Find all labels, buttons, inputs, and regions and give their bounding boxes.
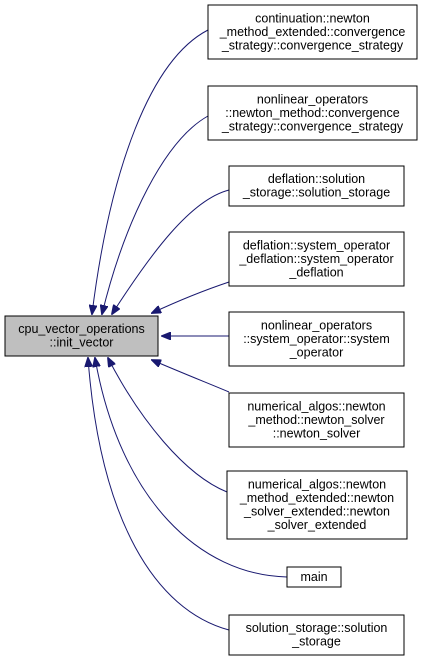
node-label-line: numerical_algos::newton xyxy=(247,399,385,413)
node-newton_solver_ext[interactable]: numerical_algos::newton_method_extended:… xyxy=(226,470,408,540)
node-box xyxy=(228,614,405,656)
node-label-line: _method_extended::convergence xyxy=(219,25,406,39)
edge-defl_sysop xyxy=(152,281,230,313)
node-label-line: _solver_extended xyxy=(267,518,367,532)
node-nonlin_sysop[interactable]: nonlinear_operators::system_operator::sy… xyxy=(228,311,405,367)
node-box xyxy=(228,165,405,207)
edge-sol_storage xyxy=(88,358,230,631)
node-label-line: deflation::solution xyxy=(268,172,365,186)
node-box xyxy=(228,231,405,287)
node-label-line: deflation::system_operator xyxy=(243,238,390,252)
node-defl_sysop[interactable]: deflation::system_operator_deflation::sy… xyxy=(228,231,405,287)
node-label-line: ::init_vector xyxy=(50,336,114,350)
node-box xyxy=(228,392,405,448)
node-label-line: _storage::solution_storage xyxy=(242,186,390,200)
node-box xyxy=(4,315,159,357)
node-cont_conv[interactable]: continuation::newton_method_extended::co… xyxy=(207,4,418,60)
node-label-line: _deflation::system_operator xyxy=(238,252,393,266)
node-label-line: nonlinear_operators xyxy=(261,318,372,332)
node-label-line: _strategy::convergence_strategy xyxy=(221,119,404,133)
node-main[interactable]: main xyxy=(286,566,342,588)
node-newton_solver[interactable]: numerical_algos::newton_method::newton_s… xyxy=(228,392,405,448)
node-box xyxy=(207,85,418,141)
node-label-line: continuation::newton xyxy=(255,11,370,25)
node-label-line: numerical_algos::newton xyxy=(248,478,386,492)
node-label-line: _operator xyxy=(289,345,344,359)
node-sol_storage[interactable]: solution_storage::solution_storage xyxy=(228,614,405,656)
edge-newton_solver xyxy=(152,360,230,393)
edge-newton_solver_ext xyxy=(108,358,228,493)
node-label-line: _storage xyxy=(291,635,341,649)
node-label-line: main xyxy=(300,570,327,584)
edge-nonlin_conv xyxy=(102,115,209,314)
node-label-line: solution_storage::solution xyxy=(246,621,388,635)
node-box xyxy=(226,470,408,540)
node-label-line: ::newton_solver xyxy=(273,426,361,440)
node-label-line: _strategy::convergence_strategy xyxy=(221,38,404,52)
edge-main xyxy=(95,358,288,578)
node-label-line: _solver_extended::newton xyxy=(243,505,390,519)
node-label-line: nonlinear_operators xyxy=(257,92,368,106)
node-label-line: _deflation xyxy=(288,265,343,279)
edge-defl_storage xyxy=(112,189,230,314)
node-label-line: _method_extended::newton xyxy=(239,491,394,505)
node-label-line: _method::newton_solver xyxy=(247,413,384,427)
node-box xyxy=(286,566,342,588)
node-box xyxy=(207,4,418,60)
edge-cont_conv xyxy=(92,29,209,314)
node-label-line: ::system_operator::system xyxy=(243,332,390,346)
node-label-line: cpu_vector_operations xyxy=(18,322,144,336)
node-box xyxy=(228,311,405,367)
node-label-line: ::newton_method::convergence xyxy=(225,106,399,120)
node-defl_storage[interactable]: deflation::solution_storage::solution_st… xyxy=(228,165,405,207)
node-focus-init_vector[interactable]: cpu_vector_operations::init_vector xyxy=(4,315,159,357)
node-nonlin_conv[interactable]: nonlinear_operators::newton_method::conv… xyxy=(207,85,418,141)
